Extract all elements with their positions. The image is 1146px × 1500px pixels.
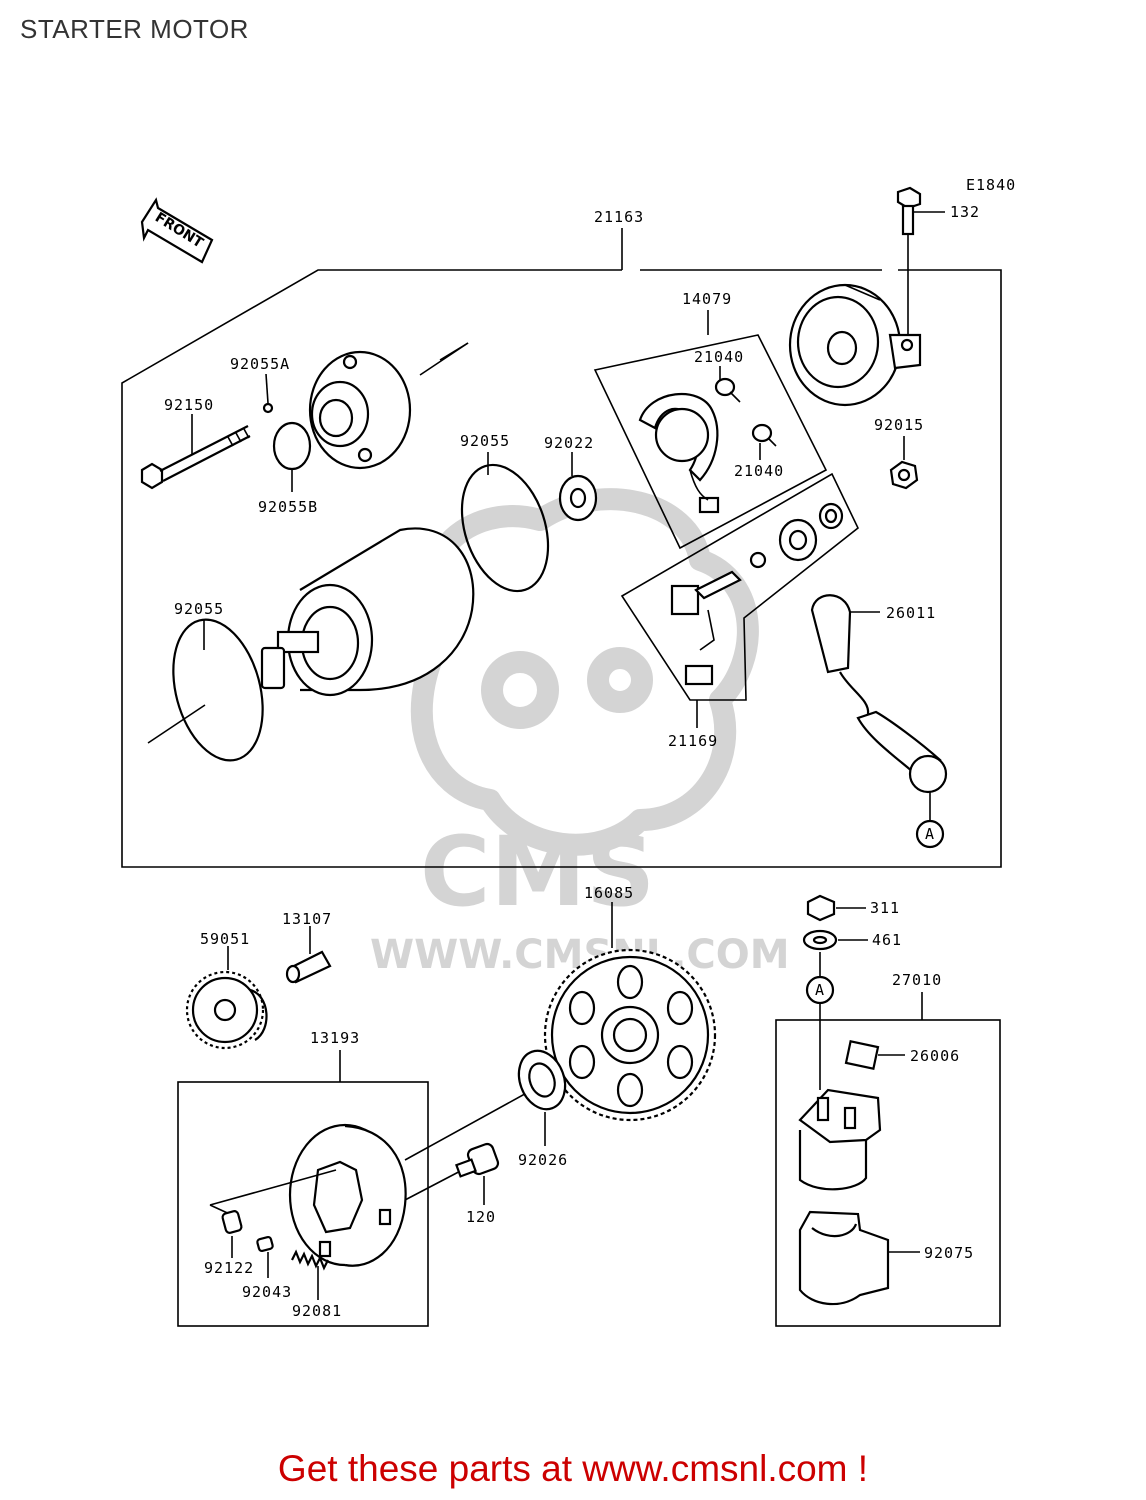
nut-311-part (806, 894, 836, 922)
oring-92055-upper-part (460, 463, 550, 593)
nut-92015-part (889, 460, 919, 490)
label-92055-upper: 92055 (460, 432, 510, 450)
label-461: 461 (872, 931, 902, 949)
label-92022: 92022 (544, 434, 594, 452)
diagram-code: E1840 (966, 176, 1016, 194)
label-21169: 21169 (668, 732, 718, 750)
label-92055-lower: 92055 (174, 600, 224, 618)
assembly-frame-21163 (121, 269, 1002, 868)
front-cover-part (308, 350, 412, 470)
label-14079: 14079 (682, 290, 732, 308)
terminal-insulator-part (778, 518, 818, 562)
relay-cover-92075-part (798, 1210, 890, 1306)
label-92081: 92081 (292, 1302, 342, 1320)
label-21163: 21163 (594, 208, 644, 226)
footer-link[interactable]: Get these parts at www.cmsnl.com ! (277, 1448, 869, 1489)
label-13107: 13107 (282, 910, 332, 928)
bolt-92150-part (140, 425, 251, 490)
label-92015: 92015 (874, 416, 924, 434)
label-16085: 16085 (584, 884, 634, 902)
exploded-parts-diagram: CMS WWW.CMSNL.COM E1840 FRONT 21163 132 … (121, 176, 1016, 1327)
starter-clutch-box (177, 1081, 429, 1327)
starter-clutch-13193-part (288, 1123, 407, 1267)
relay-box (775, 1019, 1001, 1327)
terminal-kit-box (620, 472, 859, 701)
label-92075: 92075 (924, 1244, 974, 1262)
label-92026: 92026 (518, 1151, 568, 1169)
terminal-bolt-part (670, 570, 742, 686)
cable-26011-part (810, 594, 948, 794)
marker-a-lower: A (815, 981, 825, 999)
washer-92026-part (517, 1049, 567, 1111)
label-26006: 26006 (910, 1047, 960, 1065)
idle-gear-59051-part (185, 970, 268, 1050)
collar-13107-part (285, 950, 332, 984)
label-92055B: 92055B (258, 498, 318, 516)
bolt-120-part (455, 1142, 500, 1178)
label-13193: 13193 (310, 1029, 360, 1047)
roller-92122-part (221, 1210, 243, 1234)
starter-relay-part (798, 1088, 882, 1191)
starter-clutch-gear-16085-part (543, 948, 717, 1122)
terminal-nut-part (818, 502, 844, 530)
oring-92055B-part (272, 421, 312, 471)
plunger-92043-part (256, 1235, 274, 1253)
label-26011: 26011 (886, 604, 936, 622)
label-27010: 27010 (892, 971, 942, 989)
brush-21040-a-part (714, 377, 741, 403)
label-311: 311 (870, 899, 900, 917)
watermark-brand: CMS (420, 816, 655, 928)
spring-92081-part (291, 1249, 329, 1271)
yoke-armature-part (260, 527, 475, 697)
terminal-oring-part (749, 551, 767, 569)
watermark: CMS WWW.CMSNL.COM (370, 488, 790, 978)
washer-92022-part (558, 474, 598, 522)
rear-cover-part (788, 283, 922, 407)
brush-plate-part (638, 392, 720, 514)
connector-marker-a-upper (915, 819, 945, 849)
label-92043: 92043 (242, 1283, 292, 1301)
label-120: 120 (466, 1208, 496, 1226)
brush-holder-box (593, 334, 828, 550)
oring-92055-lower-part (172, 618, 264, 762)
label-92150: 92150 (164, 396, 214, 414)
label-21040-a: 21040 (694, 348, 744, 366)
front-arrow-icon: FRONT (140, 197, 214, 264)
page-title: STARTER MOTOR (20, 14, 249, 44)
label-59051: 59051 (200, 930, 250, 948)
oring-92055A-part (262, 402, 274, 414)
label-132: 132 (950, 203, 980, 221)
label-92122: 92122 (204, 1259, 254, 1277)
bolt-132-part (896, 186, 922, 340)
brush-21040-b-part (751, 423, 777, 447)
marker-a-upper: A (925, 825, 935, 843)
fuse-26006-part (844, 1040, 880, 1070)
label-21040-b: 21040 (734, 462, 784, 480)
washer-461-part (802, 929, 838, 951)
label-92055A: 92055A (230, 355, 290, 373)
